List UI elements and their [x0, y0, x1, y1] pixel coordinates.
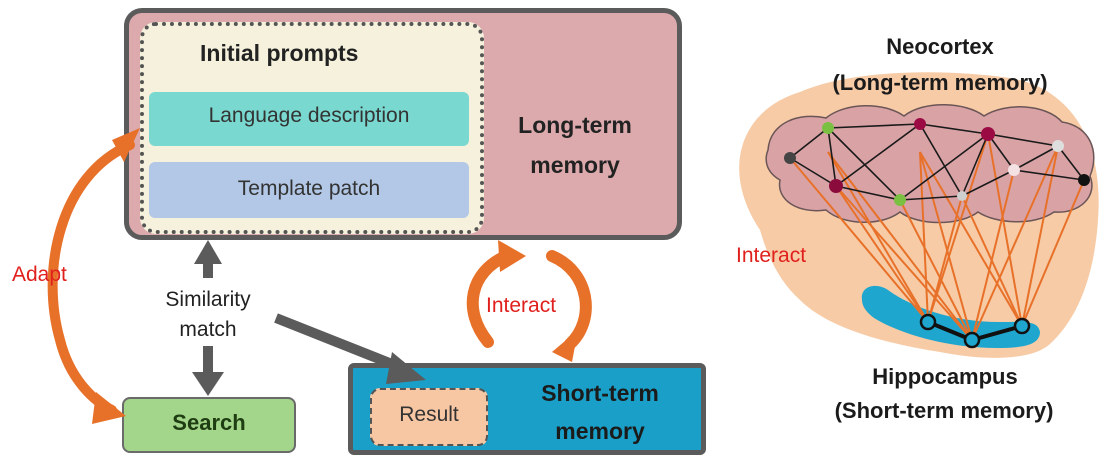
adapt-arrow — [47, 140, 135, 415]
adapt-arrow-tail — [112, 128, 140, 162]
cortex-node — [981, 127, 995, 141]
cortex-node — [1052, 140, 1064, 152]
search-label: Search — [172, 410, 246, 435]
initial-prompts-label: Initial prompts — [200, 40, 359, 66]
up-arrow-head — [194, 240, 222, 264]
interact-arrow-left — [466, 250, 512, 348]
cortex-node — [894, 194, 906, 206]
template-patch-bar — [149, 162, 469, 218]
similarity-label-line2: match — [179, 318, 237, 341]
similarity-label-line1: Similarity — [165, 288, 251, 311]
result-box — [370, 388, 488, 446]
language-description-bar — [149, 92, 469, 146]
neocortex-label: Neocortex — [886, 34, 994, 59]
interact-arrow-right — [546, 250, 592, 350]
hippocampus-label: Hippocampus — [872, 364, 1018, 389]
interact-arrow-right-head — [552, 330, 578, 362]
cortex-node — [1078, 174, 1090, 186]
language-description-label: Language description — [208, 104, 410, 127]
cortex-node — [914, 118, 926, 130]
neocortex-region — [765, 104, 1095, 224]
short-term-memory-label-line1: Short-term — [541, 380, 659, 406]
hippocampus-node — [963, 331, 981, 349]
diagonal-arrow-shaft — [274, 313, 404, 373]
cortex-node — [1008, 164, 1020, 176]
down-arrow-head — [192, 372, 224, 396]
cortex-network-edges — [789, 123, 1085, 201]
hippocampus-node — [1013, 317, 1031, 335]
interact-label-left: Interact — [486, 294, 557, 317]
up-arrow-shaft — [203, 262, 213, 278]
hippocampus-sub-label: (Short-term memory) — [834, 398, 1054, 423]
long-term-memory-label-line1: Long-term — [518, 112, 632, 138]
result-label: Result — [399, 403, 459, 426]
adapt-arrow-head — [92, 392, 126, 424]
neocortex-sub-label: (Long-term memory) — [832, 70, 1048, 95]
template-patch-label: Template patch — [237, 177, 381, 200]
search-box — [122, 397, 296, 453]
hippocampus-node — [919, 313, 937, 331]
interact-label-right: Interact — [736, 244, 807, 267]
down-arrow-shaft — [203, 346, 213, 376]
cortex-node — [957, 191, 967, 201]
short-term-memory-label-line2: memory — [555, 418, 645, 444]
cortex-node — [829, 179, 843, 193]
cortex-node — [822, 122, 834, 134]
diagonal-arrow-head — [386, 352, 426, 384]
long-term-memory-label-line2: memory — [530, 152, 620, 178]
cortex-node — [784, 152, 796, 164]
interact-arrow-left-head — [498, 240, 526, 272]
adapt-label: Adapt — [12, 263, 67, 286]
